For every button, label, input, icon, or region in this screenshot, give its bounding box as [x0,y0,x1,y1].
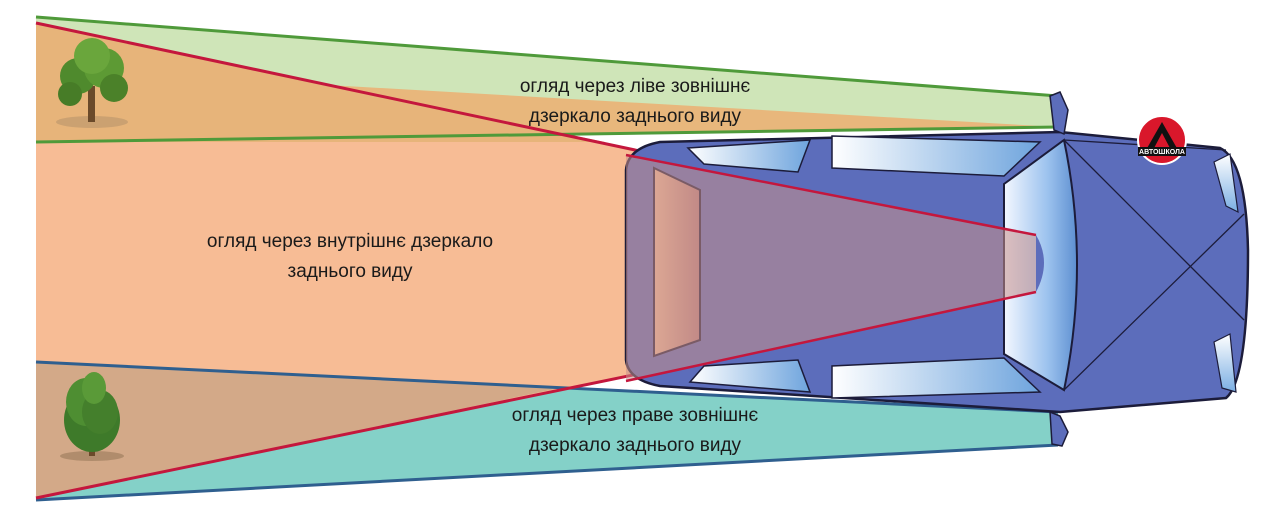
right-zone-top-edge [35,360,1059,414]
inner-zone-bottom-edge-over-car [625,290,1037,383]
headlight-top [1213,153,1239,214]
headlight-bottom [1213,333,1237,393]
side-window-bottom-rear [688,359,812,393]
left-mirror-label-line1: огляд через ліве зовнішнє [519,76,751,97]
inner-mirror-label-line2: заднього виду [287,261,413,282]
right-mirror-label: огляд через праве зовнішнє дзеркало задн… [440,401,830,461]
logo-text: АВТОШКОЛА [1139,149,1185,156]
right-zone-bottom-edge [35,443,1059,502]
left-zone-bottom-edge [35,125,1059,144]
hood-line [1063,139,1245,321]
right-mirror-label-line2: дзеркало заднього виду [528,435,742,456]
left-mirror-label: огляд через ліве зовнішнє дзеркало заднь… [440,72,830,132]
inner-zone-top-edge-over-car [625,153,1037,237]
left-mirror-label-line2: дзеркало заднього виду [528,106,742,127]
left-overlap-zone-clip [36,23,605,142]
side-window-top-front [831,135,1042,177]
right-side-mirror [1049,410,1069,447]
inner-mirror-label: огляд через внутрішнє дзеркало заднього … [140,227,560,287]
interior-mirror [1036,235,1044,292]
driving-school-logo: АВТОШКОЛА [1137,115,1187,165]
right-overlap-zone [36,362,560,498]
inner-zone-overlay [626,154,1036,382]
tree-bottom-icon [60,372,124,461]
side-window-bottom-front [831,357,1042,399]
right-mirror-label-line1: огляд через праве зовнішнє [511,405,759,426]
left-zone-top-edge [35,15,1059,98]
side-window-top-rear [686,139,812,173]
tree-top-icon [56,38,128,128]
hood-line [1063,213,1245,391]
left-side-mirror [1049,91,1069,136]
inner-mirror-label-line1: огляд через внутрішнє дзеркало [206,231,494,252]
